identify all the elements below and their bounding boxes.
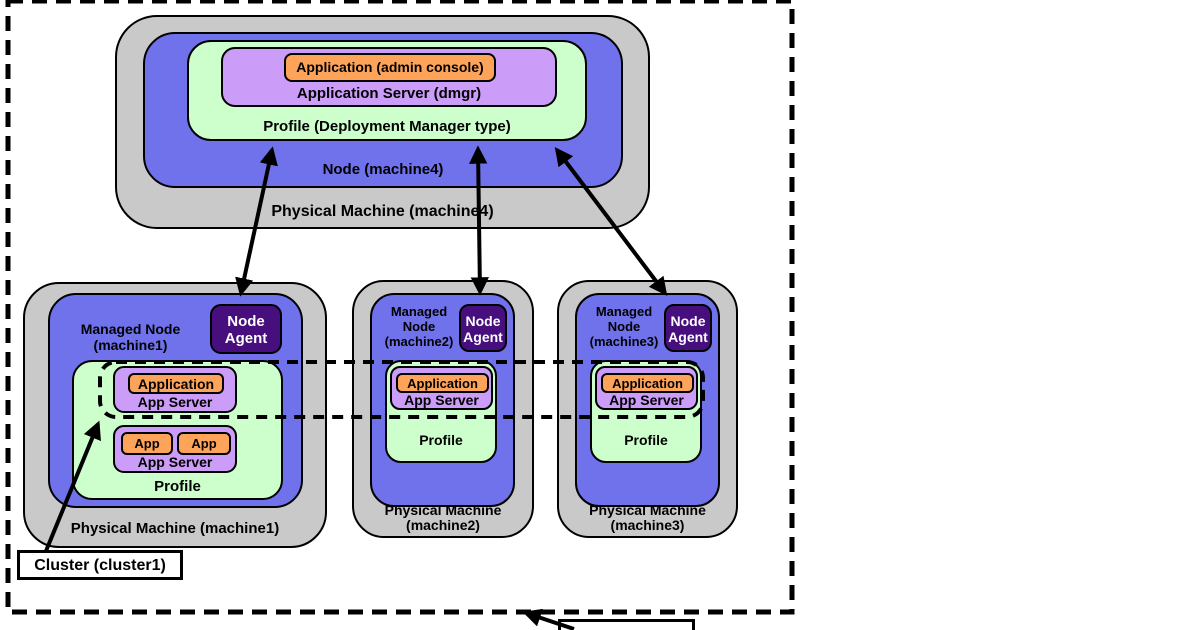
machine2-node-agent: Node Agent (459, 304, 507, 352)
machine1-app2-box: App (177, 432, 231, 455)
machine2-managed-node-box: Managed Node (machine2) Node Agent Appli… (370, 293, 515, 507)
dmgr-app-server-box: Application (admin console) Application … (221, 47, 557, 107)
machine1-profile-box: Application App Server App App App Serve… (72, 360, 283, 500)
machine1-node-agent: Node Agent (210, 304, 282, 354)
machine2-application-label: Application (407, 376, 478, 391)
machine3-profile-label: Profile (624, 432, 668, 448)
dmgr-profile-box: Application (admin console) Application … (187, 40, 587, 141)
machine3-physical-machine-box: Managed Node (machine3) Node Agent Appli… (557, 280, 738, 538)
machine3-physical-machine-label: Physical Machine (machine3) (589, 502, 706, 533)
machine3-app-server-box: Application App Server (595, 366, 698, 410)
machine1-physical-machine-box: Managed Node (machine1) Node Agent Appli… (23, 282, 327, 548)
machine1-app1-label: App (134, 436, 160, 451)
machine1-app-server1-box: Application App Server (113, 366, 237, 413)
machine1-application-label: Application (137, 376, 215, 392)
machine2-application-box: Application (396, 373, 489, 393)
machine3-application-label: Application (612, 376, 683, 391)
machine1-profile-label: Profile (154, 478, 201, 495)
machine3-profile-box: Application App Server Profile (590, 360, 702, 463)
dmgr-physical-machine-label: Physical Machine (machine4) (271, 203, 494, 220)
machine2-managed-node-label: Managed Node (machine2) (384, 304, 454, 349)
machine1-managed-node-label: Managed Node (machine1) (80, 321, 181, 353)
machine1-app1-box: App (121, 432, 173, 455)
machine1-application-box: Application (128, 373, 224, 394)
dmgr-node-label: Node (machine4) (322, 161, 444, 178)
machine3-application-box: Application (601, 373, 694, 393)
machine3-app-server-label: App Server (609, 392, 684, 408)
dmgr-physical-machine-box: Application (admin console) Application … (115, 15, 650, 229)
machine2-app-server-box: Application App Server (390, 366, 493, 410)
dmgr-application-box: Application (admin console) (284, 53, 496, 82)
machine2-physical-machine-box: Managed Node (machine2) Node Agent Appli… (352, 280, 534, 538)
machine2-profile-box: Application App Server Profile (385, 360, 497, 463)
machine1-managed-node-box: Managed Node (machine1) Node Agent Appli… (48, 293, 303, 508)
machine1-physical-machine-label: Physical Machine (machine1) (70, 520, 280, 537)
machine3-node-agent: Node Agent (664, 304, 712, 352)
machine3-managed-node-box: Managed Node (machine3) Node Agent Appli… (575, 293, 720, 507)
cluster-callout-label: Cluster (cluster1) (17, 550, 183, 580)
machine1-app2-label: App (191, 436, 217, 451)
machine2-profile-label: Profile (419, 432, 463, 448)
machine1-app-server2-label: App Server (137, 454, 213, 470)
machine2-physical-machine-label: Physical Machine (machine2) (384, 502, 502, 533)
cell-callout-label: Cell (cell1) (558, 619, 695, 630)
machine1-app-server2-box: App App App Server (113, 425, 237, 473)
dmgr-app-server-label: Application Server (dmgr) (296, 85, 482, 102)
dmgr-node-box: Application (admin console) Application … (143, 32, 623, 188)
machine2-app-server-label: App Server (404, 392, 479, 408)
dmgr-application-label: Application (admin console) (296, 59, 484, 75)
dmgr-profile-label: Profile (Deployment Manager type) (263, 118, 511, 135)
machine3-managed-node-label: Managed Node (machine3) (589, 304, 659, 349)
machine1-app-server1-label: App Server (137, 394, 213, 410)
